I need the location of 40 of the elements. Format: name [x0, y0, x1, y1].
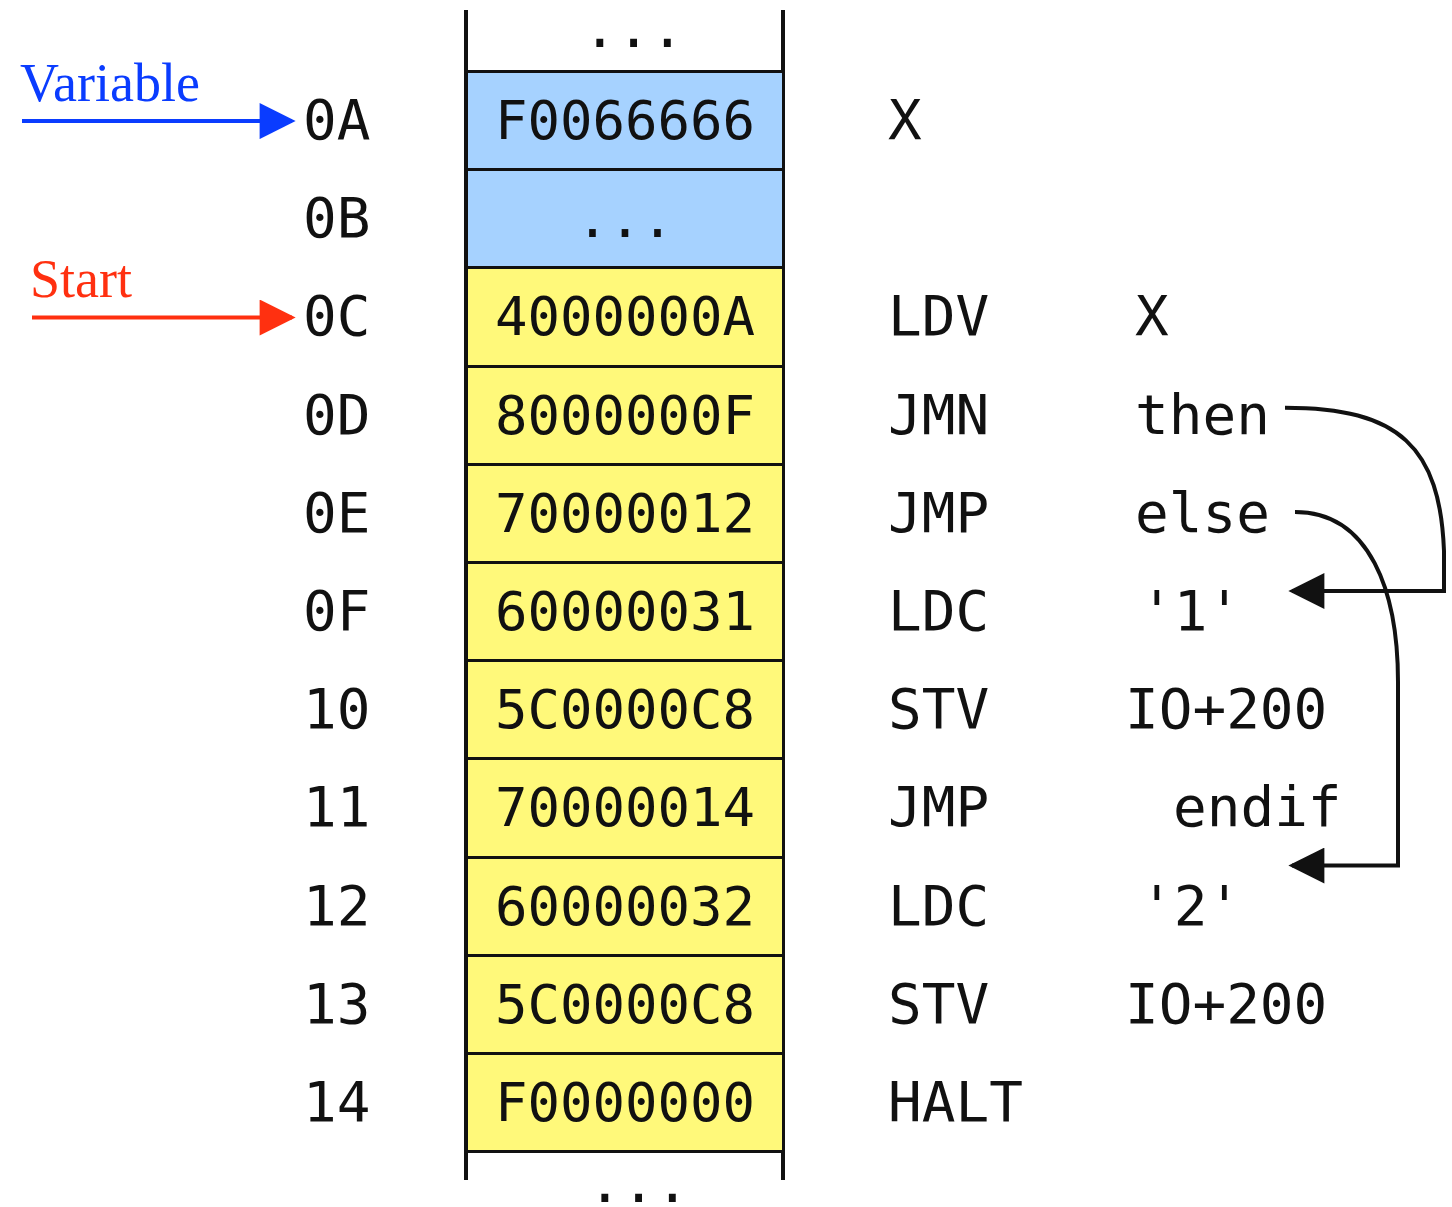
mnemonic-label: JMN: [888, 386, 990, 443]
address-label: 0C: [303, 288, 371, 345]
mnemonic-label: LDC: [888, 583, 990, 639]
memory-cell: 70000014: [465, 757, 785, 859]
arrow: [22, 103, 296, 140]
address-label: 0F: [303, 583, 371, 639]
pointer-label: Start: [30, 252, 132, 306]
arrow: [32, 299, 296, 336]
arrow: [1284, 405, 1446, 609]
address-label: 12: [303, 877, 371, 934]
address-label: 10: [303, 681, 371, 738]
address-label: 0B: [303, 190, 371, 247]
mnemonic-label: LDV: [888, 288, 990, 345]
memory-cell: F0000000: [465, 1052, 785, 1154]
address-label: 11: [303, 779, 371, 836]
mnemonic-label: LDC: [888, 877, 990, 934]
address-label: 13: [303, 975, 371, 1032]
operand-label: IO+200: [1125, 681, 1328, 738]
address-label: 0E: [303, 484, 371, 541]
address-label: 14: [303, 1074, 371, 1130]
arrow: [1288, 509, 1400, 884]
address-label: 0A: [303, 92, 371, 148]
ellipsis-label: ...: [588, 1155, 690, 1207]
operand-label: else: [1135, 470, 1285, 553]
operand-label: X: [1135, 288, 1169, 345]
operand-label: then: [1135, 372, 1285, 455]
operand-label: endif: [1173, 779, 1342, 836]
mnemonic-label: STV: [888, 975, 990, 1032]
mnemonic-label: JMP: [888, 484, 990, 541]
operand-label: X: [888, 92, 922, 148]
mnemonic-label: HALT: [888, 1074, 1023, 1130]
ellipsis-label: ...: [583, 0, 685, 56]
memory-cell: 4000000A: [465, 266, 785, 368]
operand-label: IO+200: [1125, 975, 1328, 1032]
operand-label: '2': [1140, 863, 1290, 946]
pointer-label: Variable: [20, 56, 200, 110]
operand-label: '1': [1140, 569, 1290, 652]
mnemonic-label: JMP: [888, 779, 990, 836]
mnemonic-label: STV: [888, 681, 990, 738]
address-label: 0D: [303, 386, 371, 443]
